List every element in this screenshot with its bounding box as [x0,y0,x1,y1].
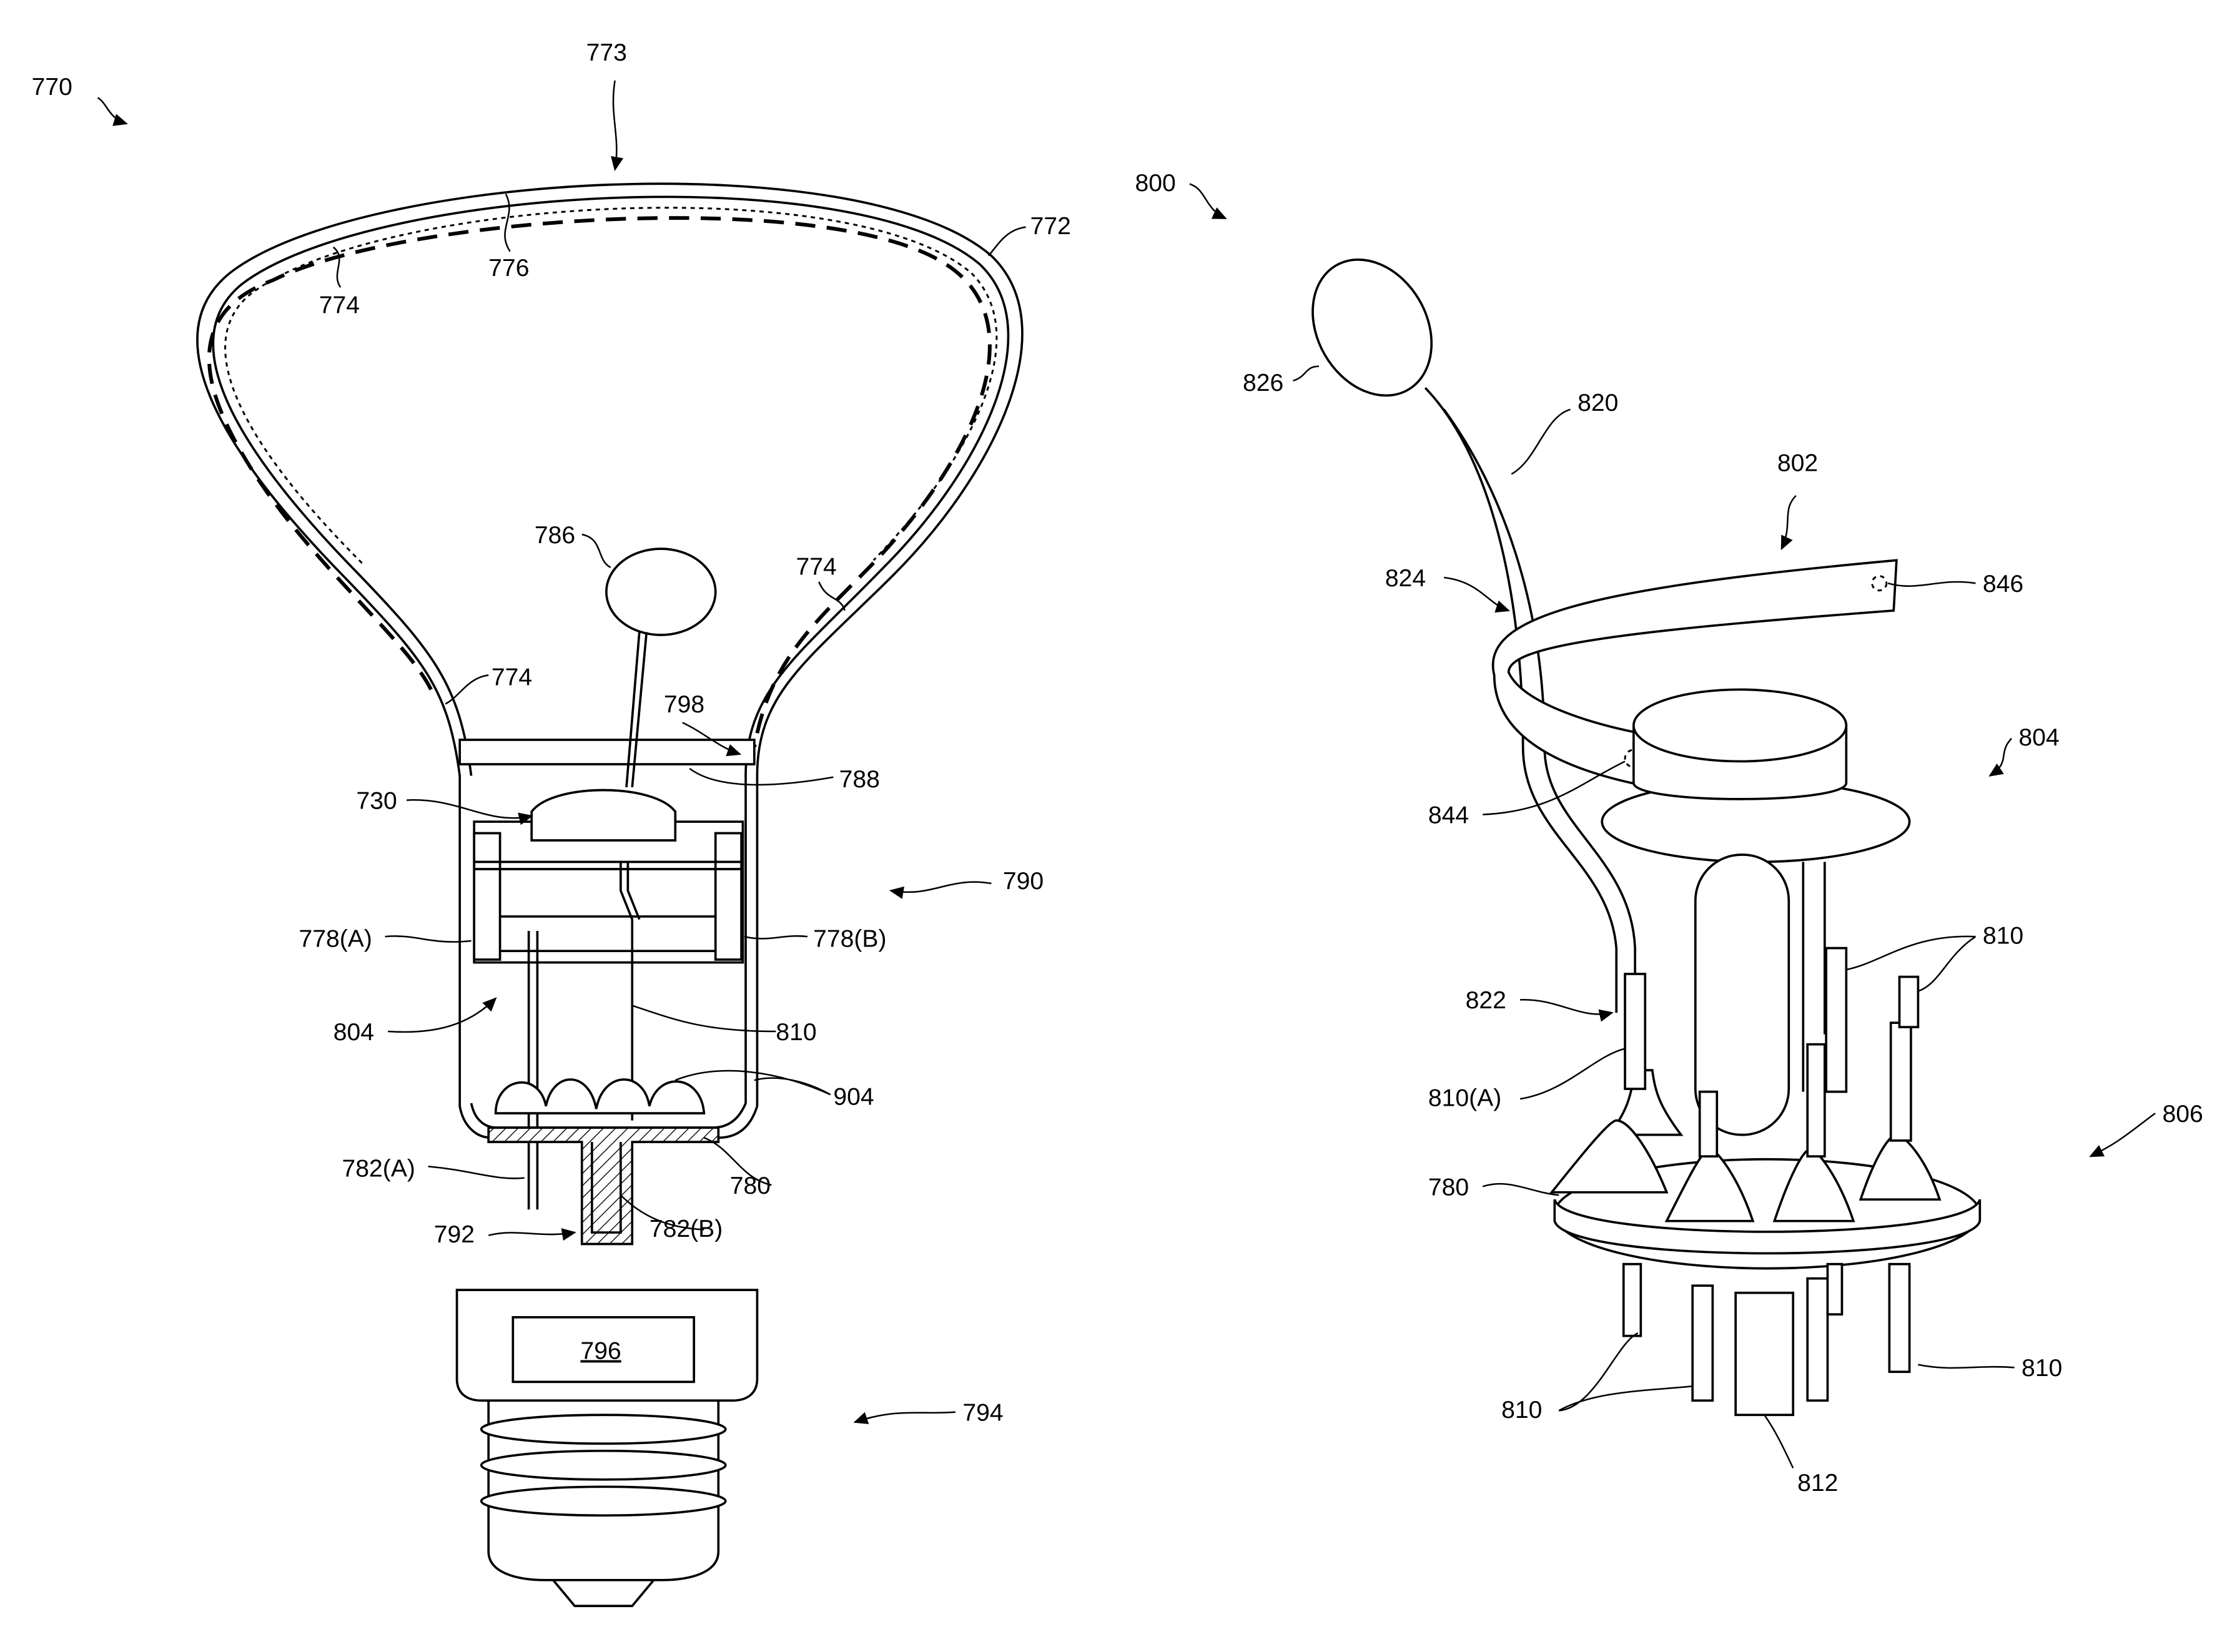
assembly-figure-800 [1289,238,1980,1415]
label-774: 774 [491,664,532,691]
upper-band-798 [460,740,754,764]
label-790: 790 [1003,868,1044,895]
label-776: 776 [488,255,529,282]
label-796: 796 [580,1338,621,1365]
led-dome-730 [531,790,675,840]
reference-labels: 770 773 772 776 774 786 774 774 798 730 … [32,39,2203,1497]
bulb-envelope-outer [197,184,1022,1138]
label-810: 810 [776,1019,816,1046]
label-773: 773 [586,39,627,66]
label-846: 846 [1983,571,2023,597]
label-774: 774 [319,292,360,319]
label-822: 822 [1466,987,1506,1014]
label-798: 798 [664,691,704,718]
label-802: 802 [1777,450,1818,477]
label-844: 844 [1428,802,1469,828]
label-782A: 782(A) [342,1155,415,1182]
label-810: 810 [2022,1355,2062,1382]
label-792: 792 [434,1221,475,1248]
label-824: 824 [1385,565,1426,592]
lower-pins-810 [1624,1264,1910,1415]
label-810: 810 [1983,923,2023,950]
label-812: 812 [1797,1470,1838,1497]
bracket-778A [474,833,500,960]
label-780: 780 [1428,1174,1469,1201]
antenna-loop-786 [606,549,716,635]
label-806: 806 [2162,1101,2203,1128]
label-810: 810 [1501,1397,1542,1423]
label-788: 788 [839,766,880,793]
label-826: 826 [1243,370,1283,396]
label-804: 804 [2018,724,2059,751]
led-bumps-904 [496,1079,704,1113]
label-800: 800 [1135,170,1176,197]
label-782B: 782(B) [649,1216,723,1242]
label-904: 904 [833,1083,874,1110]
label-820: 820 [1578,390,1618,416]
label-774: 774 [796,553,837,580]
antenna-ring-826 [1289,238,1455,417]
housing-778 [474,822,743,962]
bracket-778B [716,833,741,960]
bulb-envelope-inner [213,197,1008,1128]
label-780: 780 [730,1173,771,1199]
label-778A: 778(A) [299,925,372,952]
label-786: 786 [535,522,575,549]
coating-dotted-776 [225,208,997,563]
label-770: 770 [32,74,72,101]
label-810A: 810(A) [1428,1085,1501,1112]
label-730: 730 [357,787,397,814]
bulb-figure-770 [197,184,1022,1606]
label-772: 772 [1030,213,1071,240]
label-778B: 778(B) [813,925,886,952]
label-804: 804 [333,1019,374,1046]
label-794: 794 [962,1399,1003,1426]
